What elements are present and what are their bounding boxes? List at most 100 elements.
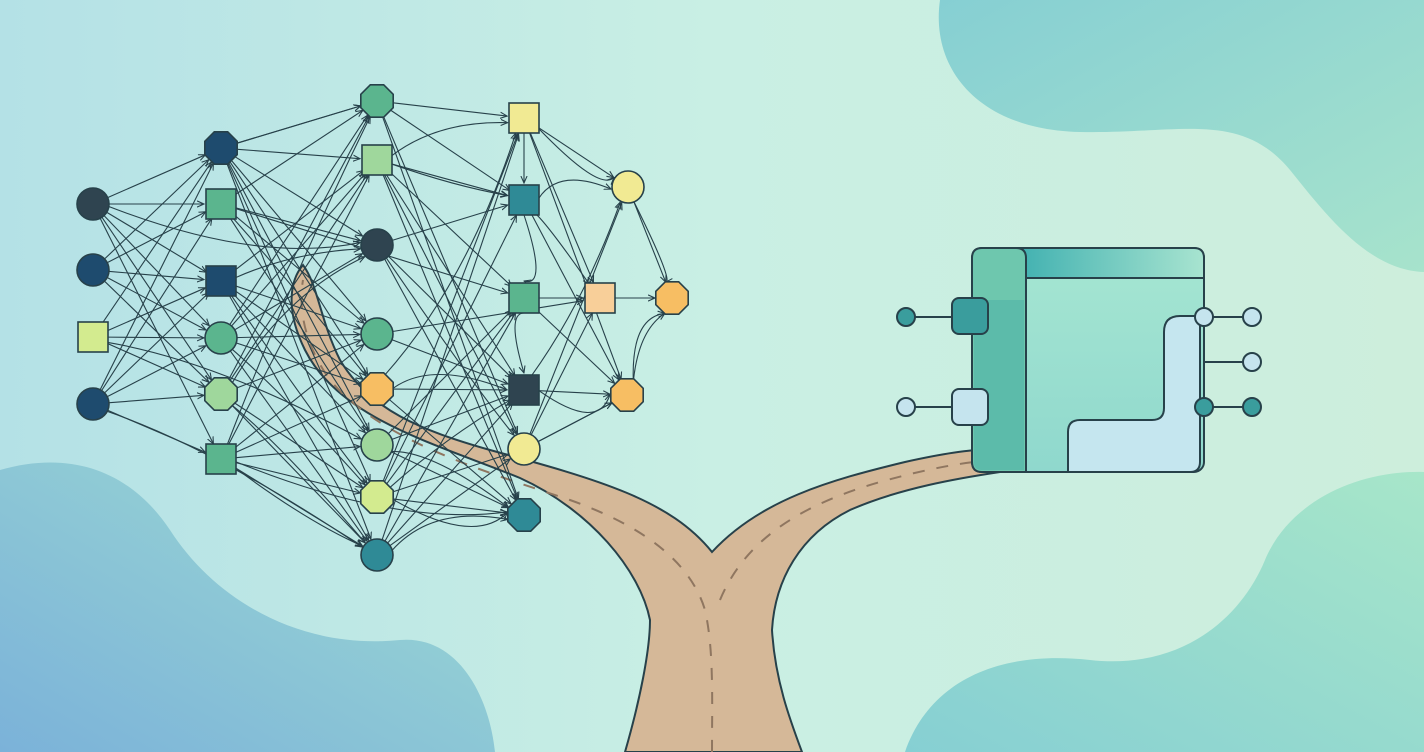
- network-edge: [386, 403, 513, 545]
- network-edge: [235, 207, 361, 241]
- network-edge: [226, 117, 370, 446]
- network-edge: [235, 462, 361, 493]
- network-node: [508, 184, 540, 216]
- module-side-shade: [974, 300, 1024, 470]
- network-edge: [391, 498, 507, 513]
- network-edge: [391, 373, 507, 389]
- network-edge: [235, 285, 361, 329]
- port-node-right-top-inner: [1194, 307, 1214, 327]
- road-body: [290, 263, 1002, 752]
- network-node: [76, 387, 110, 421]
- network-edge: [231, 404, 365, 543]
- network-edge: [233, 466, 363, 546]
- network-edge: [228, 216, 368, 431]
- network-edge: [235, 249, 361, 279]
- network-edge: [105, 276, 206, 330]
- network-node: [205, 265, 237, 297]
- network-node: [611, 170, 645, 204]
- module-socket-dark: [951, 297, 989, 335]
- network-edge: [102, 214, 209, 326]
- network-edge: [387, 255, 512, 379]
- network-edge: [107, 270, 204, 279]
- network-edge: [228, 160, 368, 375]
- network-edge: [389, 108, 509, 190]
- port-node-right-top: [1242, 307, 1262, 327]
- network-edge: [106, 346, 206, 398]
- network-edge: [233, 155, 363, 236]
- port-node-right-bottom: [1242, 397, 1262, 417]
- network-edge: [232, 345, 364, 451]
- network-edge: [106, 155, 206, 199]
- network-node: [76, 187, 110, 221]
- network-node: [205, 188, 237, 220]
- network-node: [205, 443, 237, 475]
- road-dash-right: [719, 459, 996, 601]
- port-node-left-bottom: [896, 397, 916, 417]
- network-edge: [235, 334, 360, 337]
- module-socket-light: [951, 388, 989, 426]
- network-nodes: [76, 84, 690, 572]
- network-node: [204, 131, 238, 165]
- network-node: [507, 432, 541, 466]
- network-edge: [391, 516, 507, 552]
- forking-road: [290, 263, 1002, 752]
- port-node-left-top: [896, 307, 916, 327]
- network-edge: [390, 450, 509, 507]
- network-edge: [538, 390, 610, 394]
- network-edge: [390, 338, 508, 384]
- network-edge: [390, 450, 509, 507]
- network-edge: [107, 205, 360, 250]
- network-edge: [107, 337, 204, 338]
- network-node: [360, 317, 394, 351]
- network-node: [204, 321, 238, 355]
- network-edge: [231, 257, 365, 384]
- network-edge: [103, 293, 209, 395]
- network-node: [360, 538, 394, 572]
- network-edge: [529, 131, 594, 283]
- module-top-bar: [1014, 247, 1205, 279]
- network-edge: [534, 307, 615, 383]
- network-node: [76, 253, 110, 287]
- network-edge: [233, 254, 363, 331]
- network-edge: [391, 389, 507, 390]
- network-edge: [391, 301, 583, 333]
- network-edge: [529, 203, 622, 436]
- network-edge: [381, 134, 519, 541]
- network-edge: [383, 257, 516, 500]
- network-edge: [391, 102, 507, 116]
- network-edge: [106, 341, 361, 439]
- network-edge: [106, 342, 206, 387]
- module-inner-panel: [1067, 315, 1201, 473]
- blob-bottom-left: [0, 462, 495, 752]
- network-edge: [385, 312, 514, 486]
- network-edge: [632, 313, 665, 382]
- network-edge: [106, 288, 206, 332]
- network-edge: [103, 160, 209, 261]
- blob-bottom-right: [905, 471, 1424, 752]
- network-edge: [235, 148, 360, 159]
- network-edge: [227, 175, 369, 446]
- network-edge: [536, 125, 613, 177]
- network-edge: [235, 106, 360, 145]
- network-edges: [99, 102, 667, 552]
- network-edge: [100, 162, 211, 325]
- network-edge: [528, 131, 621, 379]
- network-edge: [228, 115, 367, 326]
- network-edge: [233, 401, 363, 487]
- network-edge: [391, 498, 507, 528]
- network-edge: [391, 123, 507, 157]
- road-dash-left: [300, 279, 714, 752]
- network-node: [508, 102, 540, 134]
- network-node: [654, 280, 690, 316]
- network-edge: [538, 390, 610, 414]
- network-edge: [99, 217, 214, 443]
- port-node-right-middle: [1242, 352, 1262, 372]
- network-node: [508, 282, 540, 314]
- network-node: [609, 377, 645, 413]
- network-edge: [388, 459, 510, 547]
- network-node: [204, 376, 238, 412]
- blob-top-right: [938, 0, 1424, 272]
- network-edge: [383, 133, 516, 377]
- network-edge: [524, 214, 537, 282]
